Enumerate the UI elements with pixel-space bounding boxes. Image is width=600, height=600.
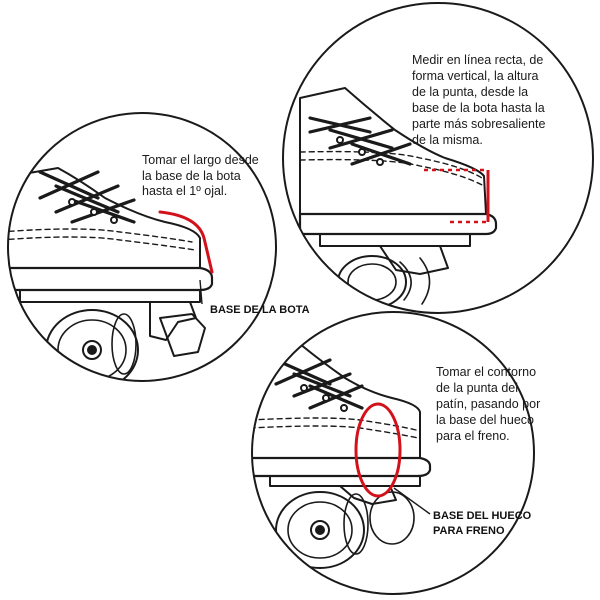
instruction-toe-contour: Tomar el contorno de la punta del patín,… bbox=[436, 364, 540, 444]
instruction-line: de la misma. bbox=[412, 133, 483, 147]
skate-plate bbox=[269, 475, 421, 487]
panel-top-right-illustration bbox=[282, 2, 594, 314]
label-line: BASE DEL HUECO bbox=[433, 510, 532, 522]
measurement-mark-boot-length bbox=[158, 210, 214, 274]
instruction-line: forma vertical, la altura bbox=[412, 69, 539, 83]
instruction-boot-length: Tomar el largo desde la base de la bota … bbox=[142, 153, 259, 200]
panel-top-right-frame bbox=[282, 2, 594, 314]
instruction-line: de la punta del bbox=[436, 381, 519, 395]
instruction-line: Tomar el largo desde bbox=[142, 153, 259, 167]
instruction-line: base de la bota hasta la bbox=[412, 101, 545, 115]
instruction-line: Tomar el contorno bbox=[436, 365, 537, 379]
instruction-line: parte más sobresaliente bbox=[412, 117, 546, 131]
boot-sole bbox=[252, 456, 432, 478]
instruction-toe-height: Medir en línea recta, de forma vertical,… bbox=[412, 52, 545, 148]
skate-plate bbox=[319, 233, 471, 247]
instruction-line: la base del hueco bbox=[436, 413, 534, 427]
instruction-line: hasta el 1º ojal. bbox=[142, 184, 228, 198]
label-text: BASE DE LA BOTA bbox=[210, 304, 310, 316]
boot-upper bbox=[299, 87, 487, 215]
pointer-base-de-la-bota bbox=[199, 279, 203, 305]
panel-bottom-illustration bbox=[251, 311, 535, 595]
boot-sole bbox=[298, 212, 498, 236]
skate-truck bbox=[149, 301, 197, 341]
boot-sole bbox=[8, 266, 214, 292]
instruction-line: Medir en línea recta, de bbox=[412, 53, 544, 67]
instruction-line: para el freno. bbox=[436, 429, 510, 443]
panel-bottom-frame bbox=[251, 311, 535, 595]
boot-stitching bbox=[8, 228, 193, 243]
skate-plate bbox=[19, 289, 201, 303]
panel-top-left-illustration bbox=[7, 112, 277, 382]
panel-top-left-frame bbox=[7, 112, 277, 382]
label-base-del-hueco-para-freno: BASE DEL HUECO PARA FRENO bbox=[433, 509, 531, 539]
measurement-mark-toe-contour bbox=[354, 402, 402, 498]
instruction-line: patín, pasando por bbox=[436, 397, 541, 411]
label-line: PARA FRENO bbox=[433, 525, 505, 537]
label-base-de-la-bota: BASE DE LA BOTA bbox=[210, 303, 310, 317]
instruction-line: de la punta, desde la bbox=[412, 85, 529, 99]
pointer-base-del-hueco bbox=[393, 487, 431, 515]
boot-upper bbox=[252, 343, 421, 459]
instruction-line: la base de la bota bbox=[142, 168, 241, 183]
